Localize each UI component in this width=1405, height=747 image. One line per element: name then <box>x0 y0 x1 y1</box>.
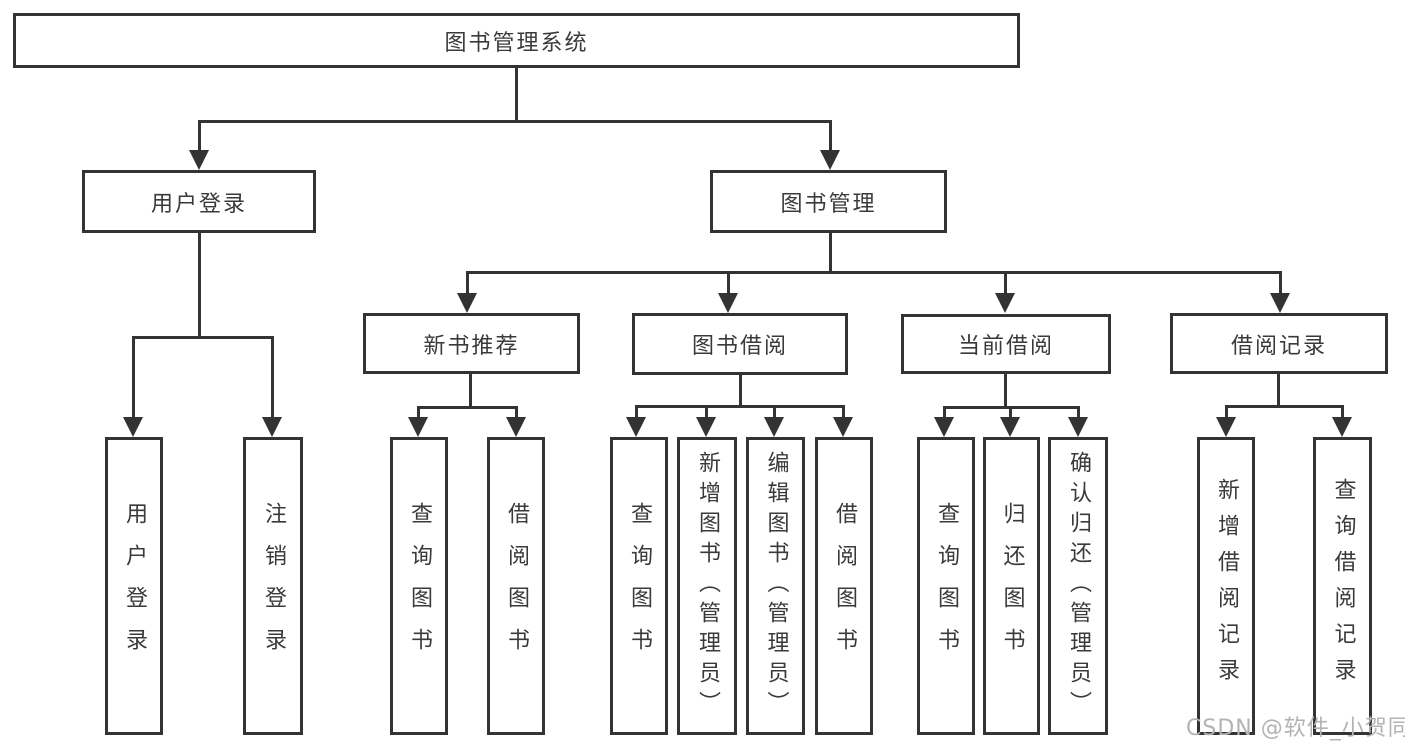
leaf-label: 查询图书 <box>627 502 652 670</box>
arrow-down-icon <box>1068 417 1088 437</box>
leaf-return-book: 归还图书 <box>983 437 1040 735</box>
leaf-query-borrow-record: 查询借阅记录 <box>1313 437 1372 735</box>
leaf-label: 确认归还（管理员） <box>1066 451 1091 721</box>
arrow-down-icon <box>934 417 954 437</box>
node-user-login: 用户登录 <box>82 170 316 233</box>
leaf-label: 新增图书（管理员） <box>695 451 720 721</box>
arrow-down-icon <box>764 417 784 437</box>
connector-line <box>1225 405 1343 408</box>
node-current-borrow: 当前借阅 <box>901 314 1111 374</box>
arrow-down-icon <box>995 293 1015 313</box>
connector-line <box>271 336 274 418</box>
connector-line <box>417 406 518 409</box>
leaf-label: 查询借阅记录 <box>1330 478 1356 694</box>
node-book-management: 图书管理 <box>710 170 947 233</box>
connector-line <box>469 374 472 406</box>
leaf-label: 用户登录 <box>122 502 147 670</box>
connector-line <box>417 406 420 418</box>
connector-line <box>515 68 518 120</box>
node-label: 当前借阅 <box>957 334 1054 359</box>
leaf-label: 注销登录 <box>261 502 286 670</box>
connector-line <box>132 336 274 339</box>
connector-line <box>727 271 730 294</box>
node-book-borrow: 图书借阅 <box>632 313 848 375</box>
leaf-label: 新增借阅记录 <box>1214 478 1239 694</box>
arrow-down-icon <box>408 417 428 437</box>
connector-line <box>198 120 832 123</box>
leaf-query-book-2: 查询图书 <box>610 437 668 735</box>
arrow-down-icon <box>820 150 840 170</box>
arrow-down-icon <box>189 150 209 170</box>
connector-line <box>1004 271 1007 294</box>
connector-line <box>635 405 638 418</box>
node-label: 图书管理系统 <box>444 30 589 56</box>
csdn-watermark: CSDN @软件_小贺同学 <box>1186 716 1405 741</box>
node-label: 图书借阅 <box>691 334 788 359</box>
connector-line <box>1341 405 1344 418</box>
connector-line <box>466 271 469 294</box>
connector-line <box>829 120 832 151</box>
leaf-add-borrow-record: 新增借阅记录 <box>1197 437 1255 735</box>
node-label: 用户登录 <box>150 191 247 217</box>
leaf-label: 归还图书 <box>999 502 1025 670</box>
leaf-label: 借阅图书 <box>504 502 529 670</box>
connector-line <box>198 233 201 336</box>
leaf-query-book-1: 查询图书 <box>390 437 448 735</box>
arrow-down-icon <box>457 293 477 313</box>
leaf-label: 查询图书 <box>407 502 432 670</box>
arrow-down-icon <box>696 417 716 437</box>
leaf-confirm-return-admin: 确认归还（管理员） <box>1048 437 1108 735</box>
leaf-label: 编辑图书（管理员） <box>763 451 789 721</box>
leaf-borrow-book-1: 借阅图书 <box>487 437 545 735</box>
node-label: 借阅记录 <box>1230 333 1327 359</box>
leaf-logout: 注销登录 <box>243 437 303 735</box>
connector-line <box>132 336 135 418</box>
arrow-down-icon <box>262 417 282 437</box>
connector-line <box>635 405 845 408</box>
leaf-label: 借阅图书 <box>832 502 857 670</box>
arrow-down-icon <box>123 417 143 437</box>
leaf-query-book-3: 查询图书 <box>917 437 975 735</box>
connector-line <box>773 405 776 418</box>
connector-line <box>943 406 946 418</box>
connector-line <box>842 405 845 418</box>
leaf-label: 查询图书 <box>934 502 959 670</box>
connector-line <box>1279 271 1282 294</box>
node-library-system: 图书管理系统 <box>13 13 1020 68</box>
connector-line <box>705 405 708 418</box>
leaf-edit-book-admin: 编辑图书（管理员） <box>746 437 805 735</box>
connector-line <box>829 233 832 271</box>
node-borrow-record: 借阅记录 <box>1170 313 1388 374</box>
arrow-down-icon <box>1000 417 1020 437</box>
connector-line <box>739 375 742 405</box>
connector-line <box>1077 406 1080 418</box>
node-new-book-recommend: 新书推荐 <box>363 313 580 374</box>
connector-line <box>1009 406 1012 418</box>
leaf-borrow-book-2: 借阅图书 <box>815 437 873 735</box>
arrow-down-icon <box>626 417 646 437</box>
arrow-down-icon <box>833 417 853 437</box>
connector-line <box>466 271 1282 274</box>
node-label: 图书管理 <box>780 191 877 217</box>
connector-line <box>1004 374 1007 406</box>
arrow-down-icon <box>718 293 738 313</box>
node-label: 新书推荐 <box>423 333 520 359</box>
connector-line <box>1277 374 1280 405</box>
arrow-down-icon <box>1216 417 1236 437</box>
leaf-user-login: 用户登录 <box>105 437 163 735</box>
arrow-down-icon <box>506 417 526 437</box>
leaf-add-book-admin: 新增图书（管理员） <box>677 437 737 735</box>
connector-line <box>515 406 518 418</box>
arrow-down-icon <box>1332 417 1352 437</box>
connector-line <box>1225 405 1228 418</box>
connector-line <box>198 120 201 151</box>
arrow-down-icon <box>1270 293 1290 313</box>
